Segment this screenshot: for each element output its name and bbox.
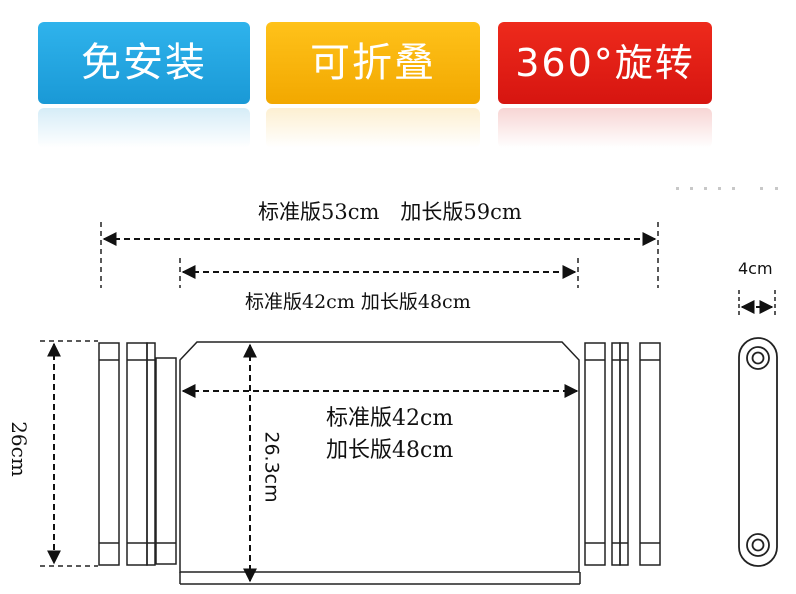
panel-width-label-long: 加长版48cm <box>326 438 454 463</box>
left-folded-legs <box>98 342 177 566</box>
leg-height-dimension <box>40 340 98 567</box>
inner-width-label: 标准版42cm 加长版48cm <box>245 291 471 313</box>
right-folded-legs <box>584 342 661 566</box>
badge-foldable: 可折叠 <box>266 22 480 104</box>
badge-no-install: 免安装 <box>38 22 250 104</box>
badge-reflection <box>38 108 250 148</box>
table-panel <box>179 341 581 585</box>
panel-height-label: 26.3cm <box>260 431 283 503</box>
side-view <box>738 337 778 567</box>
outer-width-label: 标准版53cm 加长版59cm <box>258 200 522 224</box>
outer-width-dimension <box>100 222 659 288</box>
thickness-dimension <box>738 290 776 318</box>
panel-width-label-standard: 标准版42cm <box>326 406 454 431</box>
decoration-dots <box>676 187 778 190</box>
inner-width-dimension <box>179 258 579 288</box>
badge-rotate-360: 360°旋转 <box>498 22 712 104</box>
thickness-label: 4cm <box>738 259 773 278</box>
leg-height-label: 26cm <box>6 421 31 477</box>
badge-reflection <box>266 108 480 148</box>
badge-reflection <box>498 108 712 148</box>
